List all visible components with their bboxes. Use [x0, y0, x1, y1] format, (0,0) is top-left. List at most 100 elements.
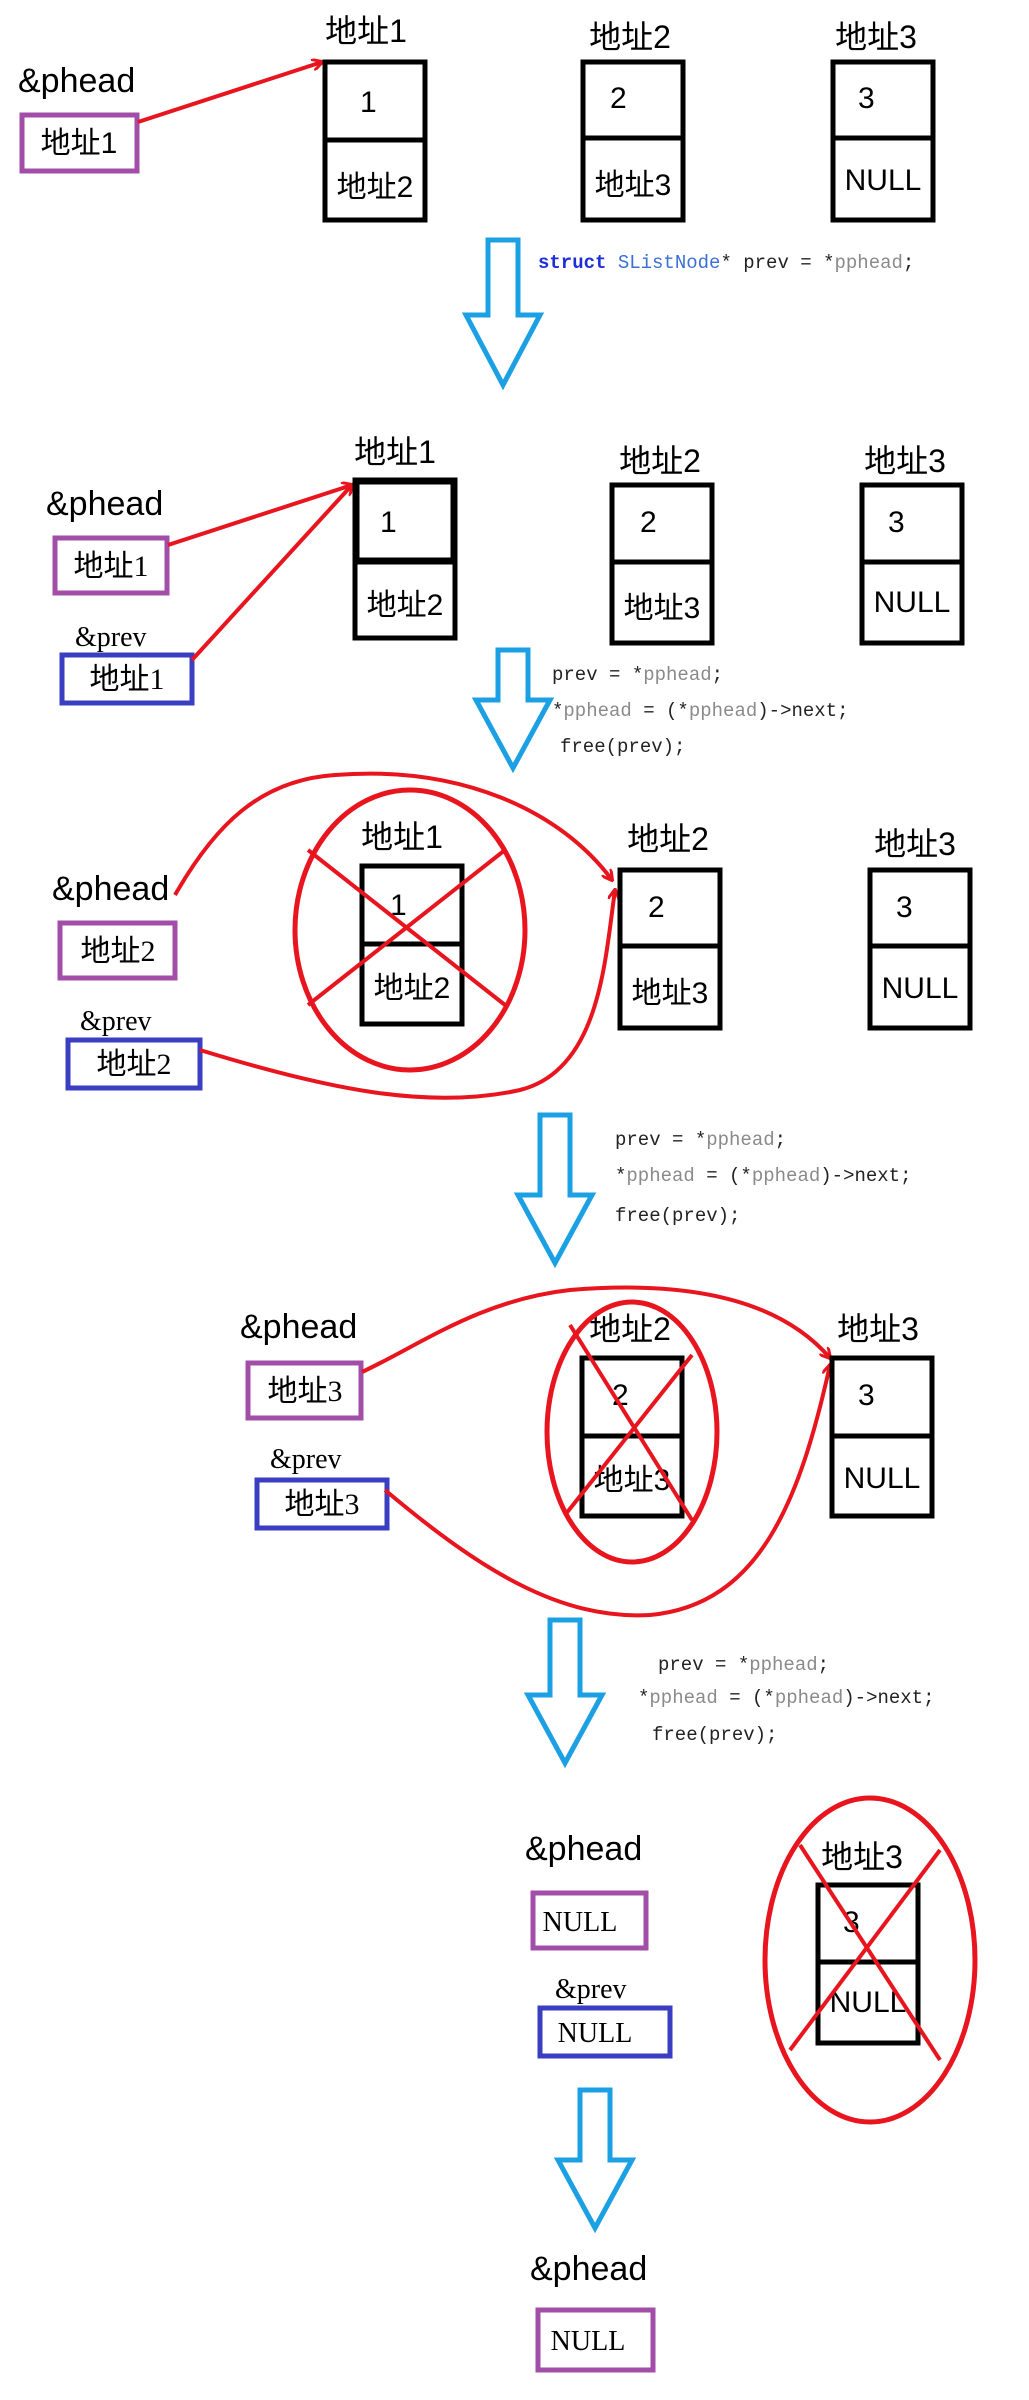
- phead-value: 地址1: [74, 550, 149, 583]
- node-value: 1: [360, 86, 377, 119]
- node-1: 地址1 1 地址2: [322, 13, 428, 223]
- stage-2: &phead 地址1 &prev 地址1 地址1 1 地址2 地址2 2 地址3…: [46, 434, 965, 774]
- phead-value: NULL: [543, 1907, 618, 1938]
- prev-box: [65, 1037, 203, 1091]
- stage-5: &phead NULL &prev NULL 地址3 3 NULL: [525, 1795, 978, 2234]
- node-3: 地址3 3 NULL: [867, 826, 973, 1031]
- phead-box: [19, 112, 140, 174]
- node-next: 地址3: [594, 1464, 671, 1497]
- prev-value: 地址3: [285, 1488, 360, 1521]
- code-block-2: prev = *pphead; *pphead = (*pphead)->nex…: [615, 1129, 911, 1227]
- node-2-freed: 地址2 2 地址3: [544, 1299, 720, 1565]
- node-address-label: 地址2: [589, 19, 671, 55]
- svg-text:free(prev);: free(prev);: [615, 1205, 740, 1227]
- phead-label: &phead: [525, 1830, 642, 1868]
- node-3: 地址3 3 NULL: [830, 19, 936, 223]
- svg-text:free(prev);: free(prev);: [560, 736, 685, 758]
- node-value: 3: [858, 1379, 875, 1412]
- prev-arrow: [190, 485, 352, 662]
- node-address-label: 地址1: [354, 434, 436, 470]
- down-arrow-3: [513, 1112, 597, 1269]
- phead-arrow: [361, 1285, 830, 1374]
- svg-text:prev = *pphead;: prev = *pphead;: [658, 1654, 829, 1676]
- node-box: [617, 867, 723, 1031]
- node-3: 地址3 3 NULL: [829, 1311, 935, 1519]
- stage-6: &phead NULL: [530, 2250, 656, 2373]
- node-value: 2: [612, 1379, 629, 1412]
- prev-box: [59, 652, 195, 706]
- cross-mark: [306, 848, 507, 1007]
- phead-arrow: [167, 485, 352, 547]
- phead-label: &phead: [240, 1308, 357, 1346]
- down-arrow-2: [471, 647, 555, 774]
- cross-mark: [568, 1323, 694, 1522]
- down-arrow-1: [461, 237, 545, 391]
- node-value: 1: [390, 889, 407, 922]
- down-arrow-4: [523, 1617, 607, 1769]
- svg-text:*pphead = (*pphead)->next;: *pphead = (*pphead)->next;: [552, 700, 848, 722]
- prev-label: &prev: [270, 1444, 342, 1475]
- freed-circle: [292, 787, 528, 1073]
- phead-value: NULL: [551, 2326, 626, 2357]
- prev-label: &prev: [555, 1974, 627, 2005]
- prev-label: &prev: [75, 622, 147, 653]
- svg-text:free(prev);: free(prev);: [652, 1724, 777, 1746]
- freed-circle: [762, 1795, 978, 2125]
- prev-arrow: [383, 1365, 830, 1618]
- node-next: 地址3: [632, 977, 709, 1010]
- phead-value: 地址3: [268, 1375, 343, 1408]
- node-next: 地址2: [367, 589, 444, 622]
- node-value: 2: [610, 82, 627, 115]
- node-next: 地址3: [624, 592, 701, 625]
- node-address-label: 地址3: [874, 826, 956, 862]
- freed-circle: [544, 1299, 720, 1565]
- node-null: NULL: [845, 164, 922, 197]
- prev-label: &prev: [80, 1006, 152, 1037]
- node-value: 2: [648, 891, 665, 924]
- prev-arrow: [199, 890, 615, 1100]
- node-box: [867, 867, 973, 1031]
- node-box: [580, 59, 686, 223]
- node-null: NULL: [882, 972, 959, 1005]
- node-box: [830, 59, 936, 223]
- node-box: [352, 477, 458, 641]
- phead-box: [535, 2307, 656, 2373]
- stage-3: &phead 地址2 &prev 地址2 地址1 1 地址2 地址2 2 地址3…: [52, 771, 973, 1269]
- stage-1: &phead 地址1 地址1 1 地址2 地址2 2 地址3 地址3 3 NUL…: [18, 13, 936, 391]
- phead-box: [245, 1360, 364, 1421]
- stage-4: &phead 地址3 &prev 地址3 地址2 2 地址3 地址3 3 NUL…: [240, 1285, 935, 1769]
- node-address-label: 地址3: [835, 19, 917, 55]
- prev-value: NULL: [558, 2018, 633, 2049]
- node-address-label: 地址3: [864, 443, 946, 479]
- svg-text:*pphead = (*pphead)->next;: *pphead = (*pphead)->next;: [615, 1165, 911, 1187]
- phead-label: &phead: [52, 870, 169, 908]
- code-block-3: prev = *pphead; *pphead = (*pphead)->nex…: [638, 1654, 934, 1746]
- node-null: NULL: [874, 586, 951, 619]
- prev-box: [254, 1477, 390, 1531]
- down-arrow-5: [553, 2087, 637, 2234]
- node-null: NULL: [844, 1462, 921, 1495]
- phead-box: [52, 535, 170, 596]
- node-next: 地址3: [595, 169, 672, 202]
- node-value: 3: [896, 891, 913, 924]
- node-next: 地址2: [374, 972, 451, 1005]
- node-next: 地址2: [337, 171, 414, 204]
- prev-box: [537, 2005, 673, 2059]
- node-address-label: 地址1: [361, 819, 443, 855]
- svg-text:prev = *pphead;: prev = *pphead;: [552, 664, 723, 686]
- node-address-label: 地址2: [627, 821, 709, 857]
- node-1: 地址1 1 地址2: [352, 434, 458, 641]
- phead-value: 地址1: [41, 127, 118, 160]
- node-2: 地址2 2 地址3: [609, 443, 715, 646]
- node-address-label: 地址3: [837, 1311, 919, 1347]
- svg-text:*pphead = (*pphead)->next;: *pphead = (*pphead)->next;: [638, 1687, 934, 1709]
- node-3: 地址3 3 NULL: [859, 443, 965, 646]
- phead-value: 地址2: [81, 935, 156, 968]
- prev-value: 地址1: [90, 663, 165, 696]
- cross-mark: [563, 1353, 694, 1517]
- cross-mark: [788, 1848, 942, 2052]
- phead-arrow: [137, 62, 322, 124]
- prev-value: 地址2: [97, 1048, 172, 1081]
- node-value: 1: [380, 506, 397, 539]
